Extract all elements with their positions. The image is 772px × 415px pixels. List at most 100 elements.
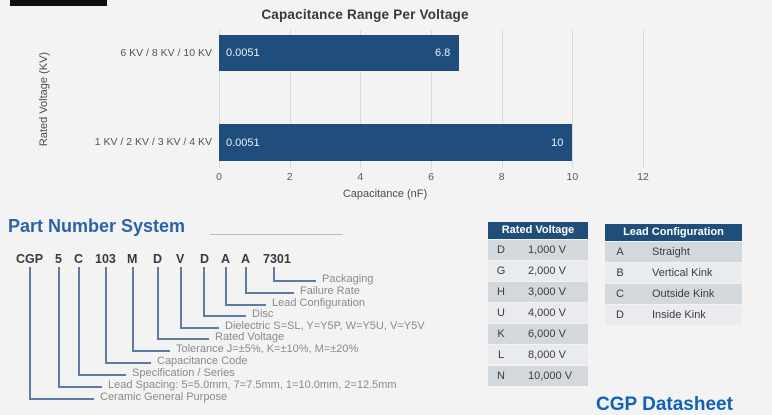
y-category-label: 6 KV / 8 KV / 10 KV	[120, 47, 212, 59]
field-label: Capacitance Code	[157, 355, 248, 367]
bar-max-label: 10	[551, 136, 564, 149]
x-tick-label: 4	[357, 171, 364, 183]
connector-line-horizontal	[58, 386, 102, 388]
x-tick-label: 6	[428, 171, 434, 183]
part-code-token: 103	[95, 252, 116, 266]
chart-bar: 0.0051 6.8	[219, 35, 460, 71]
connector-line-horizontal	[245, 292, 294, 294]
chart-gridline	[219, 30, 220, 168]
cropped-header-bar	[10, 0, 107, 6]
capacitance-range-chart: Capacitance Range Per Voltage Rated Volt…	[38, 7, 663, 200]
row-key: G	[488, 261, 514, 281]
part-code-token: 7301	[263, 252, 291, 266]
chart-gridline	[360, 30, 362, 168]
chart-gridline	[501, 30, 503, 168]
heading-underline	[210, 234, 343, 235]
row-key: B	[605, 263, 635, 283]
field-label: Tolerance J=±5%, K=±10%, M=±20%	[176, 343, 359, 355]
row-value: 10,000 V	[516, 366, 588, 386]
connector-line-horizontal	[157, 338, 209, 340]
chart-gridline	[572, 30, 574, 168]
part-code-token: A	[241, 252, 251, 266]
chart-bar: 0.0051 10	[219, 124, 573, 161]
connector-line-vertical	[105, 267, 107, 364]
row-key: L	[488, 345, 514, 365]
row-key: K	[488, 324, 514, 344]
bar-min-label: 0.0051	[226, 47, 260, 59]
chart-gridline	[289, 30, 291, 168]
row-value: Straight	[640, 242, 742, 262]
x-tick-label: 10	[566, 171, 579, 183]
connector-line-vertical	[225, 267, 227, 306]
connector-line-vertical	[78, 267, 80, 376]
row-value: Outside Kink	[640, 284, 742, 304]
connector-line-horizontal	[105, 362, 151, 364]
chart-gridline	[643, 30, 644, 168]
part-number-system-heading: Part Number System	[8, 216, 186, 236]
row-value: 6,000 V	[516, 324, 588, 344]
row-value: 1,000 V	[516, 240, 588, 260]
field-label: Ceramic General Purpose	[100, 391, 228, 403]
row-value: 3,000 V	[516, 282, 588, 302]
y-category-label: 1 KV / 2 KV / 3 KV / 4 KV	[94, 136, 212, 148]
part-code-token: 5	[55, 252, 62, 266]
field-label: Dielectric S=SL, Y=Y5P, W=Y5U, V=Y5V	[225, 320, 425, 332]
row-value: Inside Kink	[640, 305, 742, 325]
connector-line-horizontal	[132, 350, 170, 352]
connector-line-horizontal	[273, 280, 316, 282]
connector-line-horizontal	[203, 315, 246, 317]
part-code-token: D	[153, 252, 163, 266]
x-tick-label: 12	[637, 171, 649, 183]
connector-line-vertical	[180, 267, 182, 329]
row-value: 2,000 V	[516, 261, 588, 281]
row-value: Vertical Kink	[640, 263, 742, 283]
rated-voltage-table-header: Rated Voltage	[488, 222, 588, 239]
row-key: H	[488, 282, 514, 302]
part-code-token: D	[200, 252, 210, 266]
connector-line-horizontal	[180, 327, 219, 329]
x-tick-label: 2	[286, 171, 293, 183]
field-label: Failure Rate	[300, 285, 360, 297]
row-value: 8,000 V	[516, 345, 588, 365]
part-code-token: A	[221, 252, 231, 266]
field-label: Lead Spacing: 5=5.0mm, 7=7.5mm, 1=10.0mm…	[108, 379, 397, 391]
x-tick-label: 0	[216, 171, 222, 183]
part-code-token: C	[74, 252, 84, 266]
part-code-token: M	[127, 252, 138, 266]
chart-title: Capacitance Range Per Voltage	[261, 7, 469, 22]
row-key: N	[488, 366, 514, 386]
chart-gridline	[431, 30, 432, 168]
part-code-token: V	[176, 252, 185, 266]
connector-line-horizontal	[225, 304, 266, 306]
x-tick-label: 8	[498, 171, 505, 183]
connector-line-vertical	[29, 267, 31, 400]
plot-area: 0.0051 6.8 0.0051 10	[219, 30, 663, 168]
connector-line-horizontal	[29, 398, 94, 400]
connector-line-horizontal	[78, 374, 126, 376]
cgp-datasheet-title: CGP Datasheet	[596, 394, 733, 415]
connector-line-vertical	[203, 267, 205, 317]
field-label: Lead Configuration	[272, 297, 365, 309]
connector-line-vertical	[157, 267, 159, 340]
field-label: Rated Voltage	[215, 331, 285, 343]
row-key: A	[605, 242, 635, 262]
y-axis-title: Rated Voltage (KV)	[38, 51, 50, 147]
part-code-token: CGP	[16, 252, 44, 266]
row-key: D	[605, 305, 635, 325]
bar-max-label: 6.8	[434, 47, 451, 59]
field-label: Specification / Series	[132, 367, 235, 379]
x-axis-title: Capacitance (nF)	[342, 188, 428, 200]
bar-min-label: 0.0051	[226, 136, 260, 149]
